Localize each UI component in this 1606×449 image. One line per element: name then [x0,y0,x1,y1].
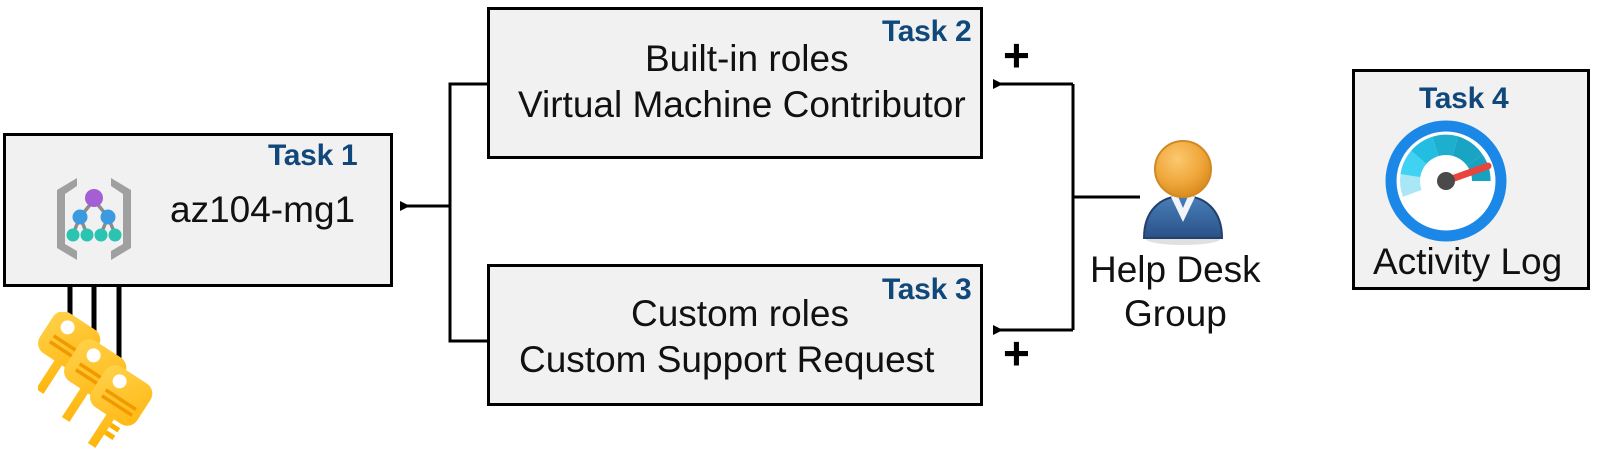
user-group-icon [1133,138,1233,248]
task-4-label: Task 4 [1419,82,1509,115]
task-1-label: Task 1 [268,139,358,172]
task-2-text-line-2: Virtual Machine Contributor [518,84,966,125]
task-1-box[interactable] [3,133,393,287]
plus-sign-task3: + [1003,327,1030,379]
task-3-box[interactable] [487,264,983,406]
task-2-box[interactable] [487,7,983,159]
gauge-icon [1384,119,1508,243]
help-desk-group-label-line-2: Group [1124,293,1227,334]
task-1-text: az104-mg1 [170,189,356,230]
task-2-label: Task 2 [882,15,972,48]
plus-sign-task2: + [1003,29,1030,81]
connector-task3-to-task1 [448,206,487,343]
task-3-text-line-2: Custom Support Request [519,339,935,380]
task-3-label: Task 3 [882,273,972,306]
connector-task2-to-task1 [448,82,487,206]
task-3-text-line-1: Custom roles [631,293,849,334]
help-desk-group-label-line-1: Help Desk [1090,249,1261,290]
task-4-text: Activity Log [1373,241,1563,282]
task-2-text-line-1: Built-in roles [645,38,849,79]
keys-icon [35,311,160,449]
management-group-icon [47,172,141,264]
